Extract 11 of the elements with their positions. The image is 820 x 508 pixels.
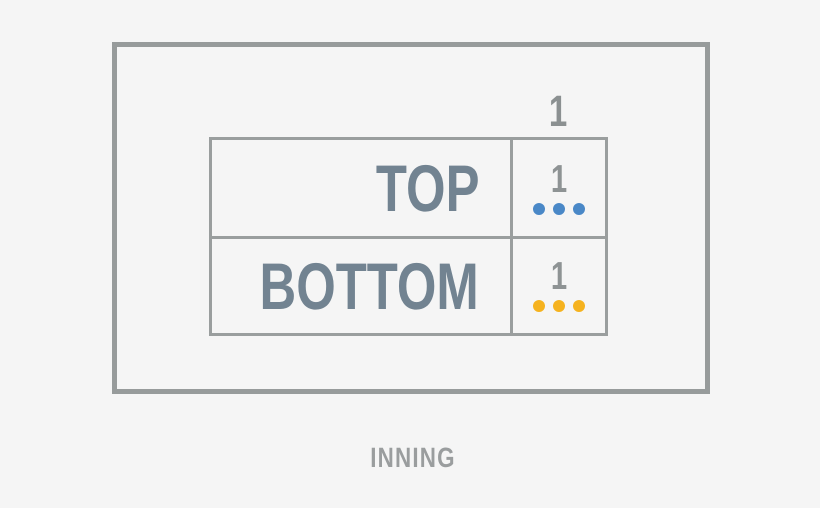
score-value: 1 <box>550 257 568 296</box>
score-cell <box>510 137 608 239</box>
score-value: 1 <box>550 160 568 199</box>
row-label: TOP <box>375 155 479 221</box>
score-cell <box>510 236 608 336</box>
row-label-cell <box>209 137 513 239</box>
row-label-cell <box>209 236 513 336</box>
row-label: BOTTOM <box>260 253 479 319</box>
caption: INNING <box>370 444 456 472</box>
scoreboard-frame <box>112 42 710 394</box>
column-header: 1 <box>548 90 568 134</box>
